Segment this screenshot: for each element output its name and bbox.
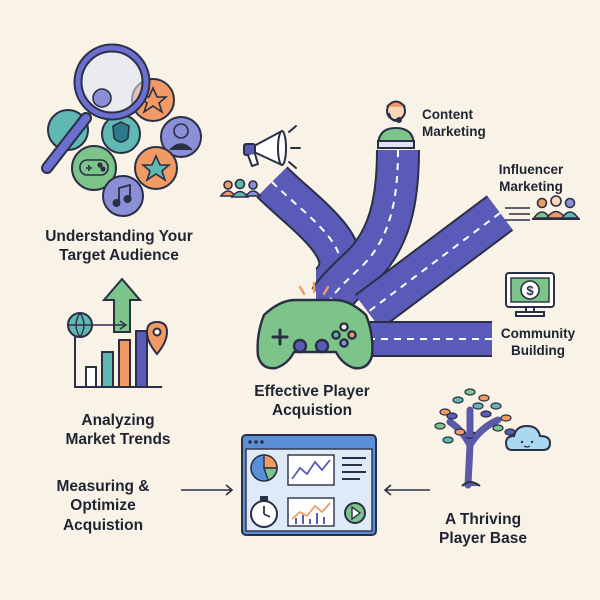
tree-icon <box>434 388 516 489</box>
label-thriving-line1: A Thriving <box>444 511 522 528</box>
label-influencer-line1: Influencer <box>498 162 564 177</box>
dollar-monitor-icon: $ <box>505 272 555 317</box>
megaphone-icon <box>243 125 301 169</box>
game-controller-icon <box>256 281 374 370</box>
label-trends-line2: Market Trends <box>65 431 171 449</box>
label-content-marketing: Content Marketing <box>422 107 486 141</box>
map-pin-icon <box>145 320 169 356</box>
label-audience-line2: Target Audience <box>59 247 179 265</box>
label-understanding-audience: Understanding Your Target Audience <box>24 227 214 266</box>
influencer-people-icon <box>505 195 580 221</box>
stopwatch-icon <box>250 496 278 528</box>
market-trends-icon <box>67 277 169 388</box>
headset-presenter-icon <box>376 100 416 149</box>
music-circle-icon <box>102 175 144 217</box>
flow-arrows <box>181 484 430 496</box>
label-center-line2: Acquistion <box>271 402 353 420</box>
people-group-icon <box>219 178 262 198</box>
cloud-icon <box>504 424 552 451</box>
label-thriving-line2: Player Base <box>439 530 527 548</box>
label-measuring-optimize: Measuring & Optimize Acquistion <box>48 477 158 535</box>
label-community-line1: Community <box>500 326 576 341</box>
growth-arrow-icon <box>101 277 143 333</box>
label-influencer-line2: Marketing <box>499 178 563 194</box>
label-community-building: Community Building <box>490 326 586 360</box>
play-button-icon <box>344 502 366 524</box>
magnifying-glass-icon <box>41 43 151 174</box>
label-audience-line1: Understanding Your <box>45 228 193 245</box>
label-effective-player-acquisition: Effective Player Acquistion <box>222 382 402 421</box>
label-trends-line1: Analyzing <box>81 412 155 429</box>
label-influencer-marketing: Influencer Marketing <box>486 162 576 196</box>
label-measuring-line2: Optimize <box>70 497 136 515</box>
label-measuring-line1: Measuring & <box>56 478 150 495</box>
arrow-left-icon <box>383 484 430 496</box>
label-community-line2: Building <box>511 342 565 358</box>
arrow-right-icon <box>181 484 234 496</box>
label-thriving-player-base: A Thriving Player Base <box>418 510 548 549</box>
audience-cluster <box>41 43 202 217</box>
label-center-line1: Effective Player <box>254 383 370 400</box>
label-content-line1: Content <box>422 107 473 122</box>
label-content-line2: Marketing <box>422 123 486 139</box>
globe-icon <box>67 312 93 339</box>
label-analyzing-market-trends: Analyzing Market Trends <box>48 411 188 450</box>
analytics-dashboard-icon <box>241 434 377 536</box>
label-measuring-line3: Acquistion <box>62 516 144 534</box>
svg-text:$: $ <box>526 283 534 298</box>
